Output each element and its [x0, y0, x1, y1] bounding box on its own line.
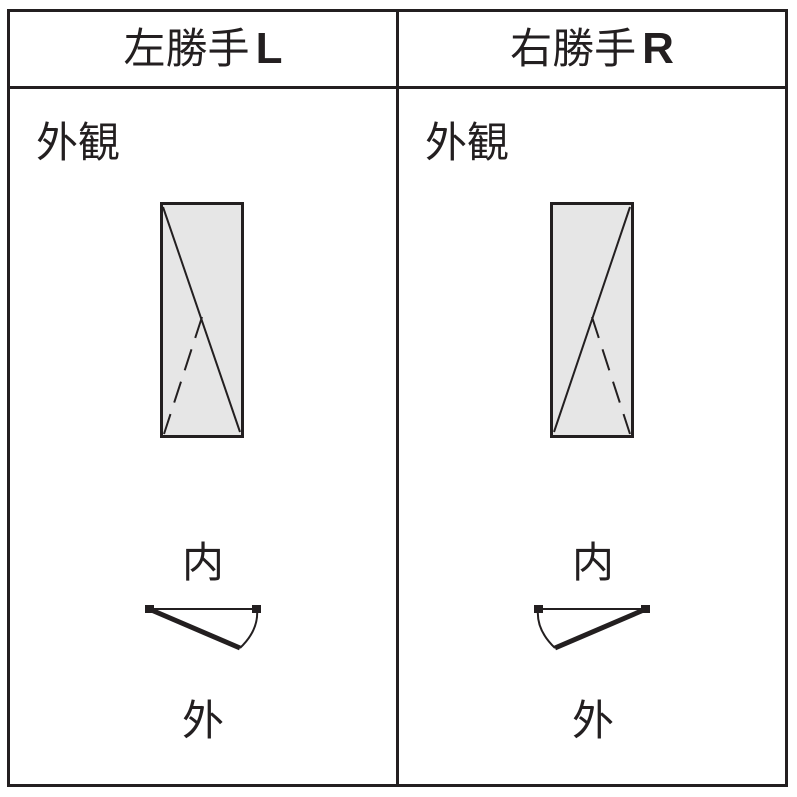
left-hand-label: 左勝手	[123, 24, 250, 73]
left-hand-plan-view	[143, 602, 263, 658]
right-hand-window-elevation	[550, 202, 634, 438]
right-hand-header: 右勝手 R	[399, 12, 785, 86]
left-opening-line-dashed	[163, 316, 203, 435]
right-inside-label: 内	[571, 538, 614, 587]
right-hand-code: R	[642, 24, 674, 73]
left-exterior-view-label: 外観	[36, 118, 121, 167]
right-hand-plan-view	[532, 602, 652, 658]
right-opening-line-dashed	[591, 316, 631, 435]
right-outside-label: 外	[571, 696, 614, 745]
left-hand-header: 左勝手 L	[10, 12, 396, 86]
left-outside-label: 外	[181, 696, 224, 745]
left-hand-code: L	[255, 24, 283, 73]
right-exterior-view-label: 外観	[425, 118, 510, 167]
column-divider	[396, 9, 399, 787]
left-hand-window-elevation	[160, 202, 244, 438]
left-inside-label: 内	[181, 538, 224, 587]
right-hand-label: 右勝手	[510, 24, 637, 73]
